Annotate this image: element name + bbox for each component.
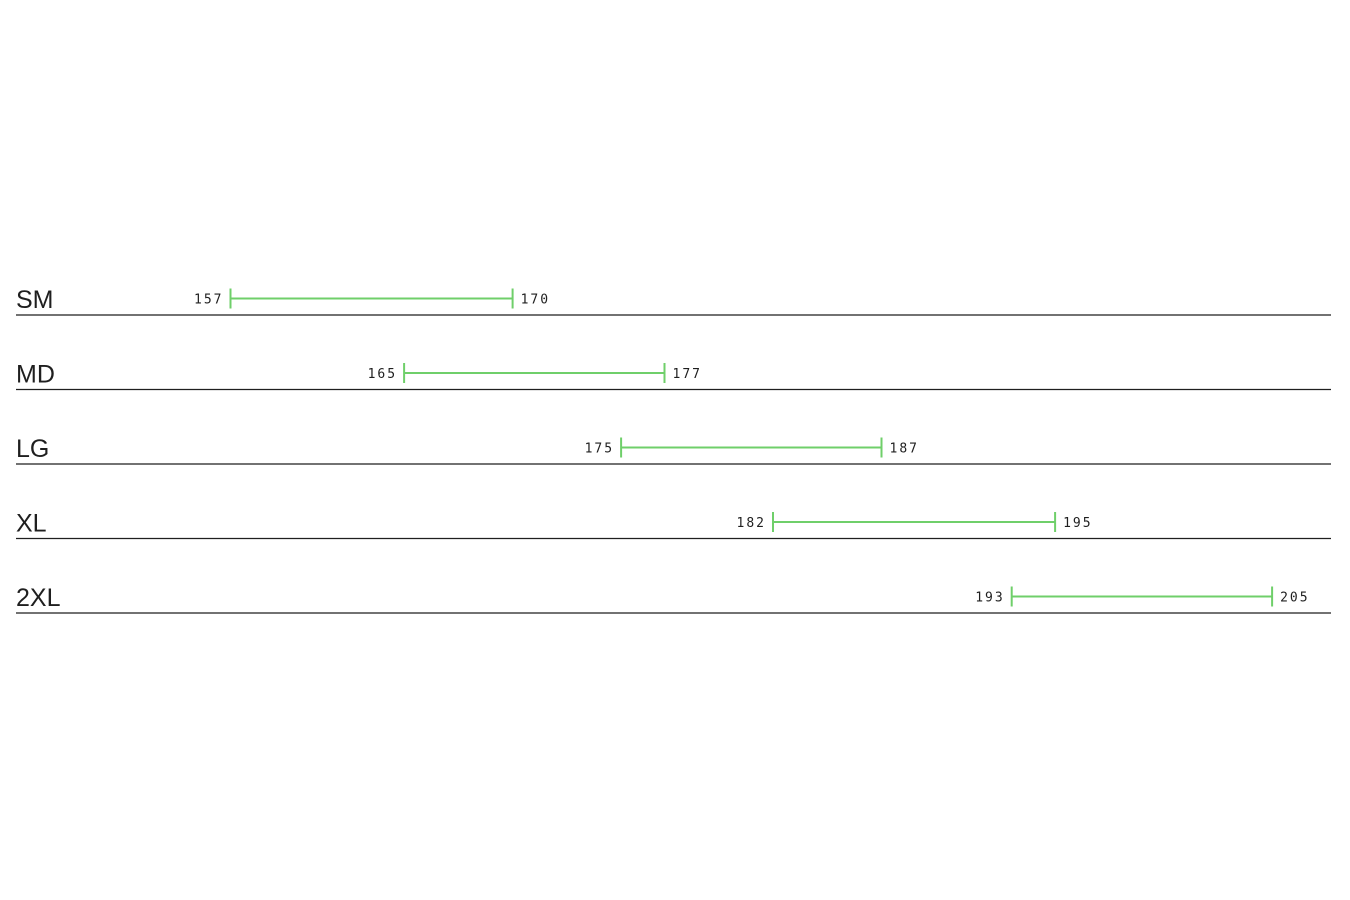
- size-label: 2XL: [16, 584, 61, 612]
- size-label: SM: [16, 286, 54, 314]
- range-min-label: 193: [975, 591, 1004, 606]
- range-min-label: 182: [737, 516, 766, 531]
- range-max-label: 205: [1280, 591, 1309, 606]
- range-max-label: 195: [1063, 516, 1092, 531]
- size-label: XL: [16, 510, 47, 538]
- range-max-label: 177: [673, 367, 702, 382]
- range-min-label: 175: [585, 442, 614, 457]
- range-max-label: 170: [521, 293, 550, 308]
- size-label: MD: [16, 361, 55, 389]
- range-min-label: 165: [368, 367, 397, 382]
- range-min-label: 157: [194, 293, 223, 308]
- size-label: LG: [16, 435, 49, 463]
- range-max-label: 187: [890, 442, 919, 457]
